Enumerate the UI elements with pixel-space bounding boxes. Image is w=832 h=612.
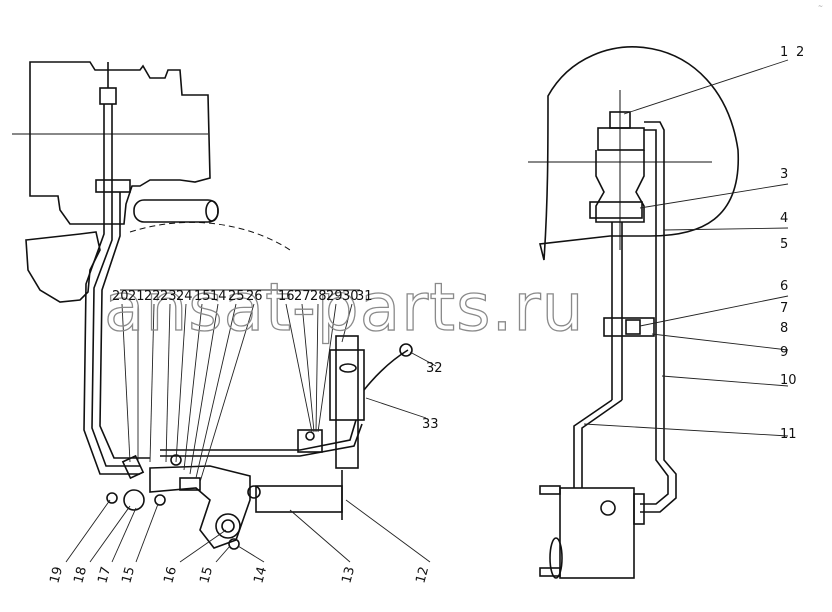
callout-callouts_left_top-9: 16	[278, 289, 295, 304]
cap-nut	[609, 111, 631, 129]
callout-callouts_left_top-5: 15	[194, 289, 211, 304]
supply-pipe-bend-b	[581, 399, 623, 488]
nut-19	[106, 492, 118, 504]
callout-callouts_left_top-2: 22	[144, 289, 161, 304]
callout-callouts_right-5: 6	[780, 279, 788, 294]
valve-housing	[329, 349, 365, 421]
horizontal-pipe-b	[160, 423, 363, 457]
horizontal-pipe-a	[160, 419, 357, 451]
callout-callouts_left_bottom-3: 15	[119, 565, 138, 585]
callout-callouts_right-1: 2	[796, 45, 804, 60]
callout-callouts_right-6: 7	[780, 301, 788, 316]
callout-callouts_left_side-0: 32	[426, 361, 443, 376]
corner-mark: ~	[818, 3, 823, 10]
left-assembly	[12, 61, 413, 550]
callout-callouts_left_bottom-2: 17	[95, 565, 114, 585]
tank-outline	[539, 46, 739, 261]
flange-boss	[123, 489, 145, 511]
valve-hose	[363, 349, 409, 391]
pivot-boss-inner	[221, 519, 235, 533]
callout-callouts_left_bottom-6: 14	[251, 565, 270, 585]
supply-pipe-bend-a	[573, 399, 613, 488]
callout-callouts_left_top-7: 25	[228, 289, 245, 304]
engine-block-outline	[29, 61, 211, 225]
nut-14	[228, 538, 240, 550]
callout-callouts_left_top-0: 20	[112, 289, 129, 304]
return-pipe-b	[640, 129, 669, 505]
bracket-tube-end	[205, 200, 219, 222]
valve-port	[339, 363, 357, 373]
callout-callouts_left_bottom-5: 15	[197, 565, 216, 585]
mid-clamp	[95, 179, 131, 193]
watermark-text: ansat-parts.ru	[104, 269, 584, 346]
callout-callouts_left_bottom-8: 12	[413, 565, 432, 585]
hose-fitting	[399, 343, 413, 357]
callout-callouts_right-10: 11	[780, 427, 797, 442]
callout-callouts_left_top-13: 30	[342, 289, 359, 304]
valve-block	[559, 487, 635, 579]
callout-callouts_left_side-1: 33	[422, 417, 439, 432]
filter-body	[595, 150, 645, 223]
valve-bolt-top	[539, 485, 561, 495]
right-assembly	[528, 46, 739, 579]
return-pipe-a	[640, 121, 677, 513]
callout-callouts_left_top-3: 23	[160, 289, 177, 304]
callout-callouts_left_top-8: 26	[246, 289, 263, 304]
callout-callouts_left_bottom-1: 18	[71, 565, 90, 585]
lower-bar	[255, 485, 343, 513]
valve-bolt-bottom	[539, 567, 561, 577]
callout-callouts_left_top-10: 27	[294, 289, 311, 304]
hydraulic-pipe-c	[99, 192, 150, 459]
elbow-fitting	[121, 454, 145, 480]
valve-coupling	[549, 537, 563, 579]
callout-callouts_left_bottom-4: 16	[161, 565, 180, 585]
top-nut	[99, 87, 117, 105]
valve-outlet	[633, 493, 645, 525]
callout-callouts_left_top-12: 29	[326, 289, 343, 304]
filter-flange	[589, 201, 643, 219]
pivot-boss	[215, 513, 241, 539]
valve-body	[335, 335, 359, 469]
callout-callouts_right-0: 1	[780, 45, 788, 60]
callout-callouts_right-3: 4	[780, 211, 788, 226]
pipe-clamp	[297, 429, 323, 453]
flywheel-housing	[129, 221, 291, 251]
callout-callouts_left_top-6: 14	[210, 289, 227, 304]
bracket-nut	[625, 319, 641, 335]
callout-callouts_left_top-11: 28	[310, 289, 327, 304]
valve-plug	[600, 500, 616, 516]
pipe-bracket	[603, 317, 655, 337]
callout-callouts_right-8: 9	[780, 345, 788, 360]
callout-callouts_right-9: 10	[780, 373, 797, 388]
lower-casting	[25, 231, 101, 303]
callout-callouts_left_top-14: 31	[356, 289, 373, 304]
callout-callouts_left_top-1: 21	[128, 289, 145, 304]
callout-callouts_right-2: 3	[780, 167, 788, 182]
hydraulic-pipe-b	[91, 104, 140, 467]
pipe-clamp-bolt	[305, 431, 315, 441]
leader-lines	[65, 59, 789, 563]
callout-callouts_left_top-4: 24	[176, 289, 193, 304]
nut-16	[247, 485, 261, 499]
callout-callouts_right-4: 5	[780, 237, 788, 252]
hydraulic-pipe-a	[83, 104, 140, 475]
callout-callouts_left_bottom-7: 13	[339, 565, 358, 585]
callout-callouts_right-7: 8	[780, 321, 788, 336]
cap-flange	[597, 127, 645, 151]
fitting-block	[179, 477, 201, 491]
nut-15	[154, 494, 166, 506]
callout-callouts_left_bottom-0: 19	[47, 565, 66, 585]
